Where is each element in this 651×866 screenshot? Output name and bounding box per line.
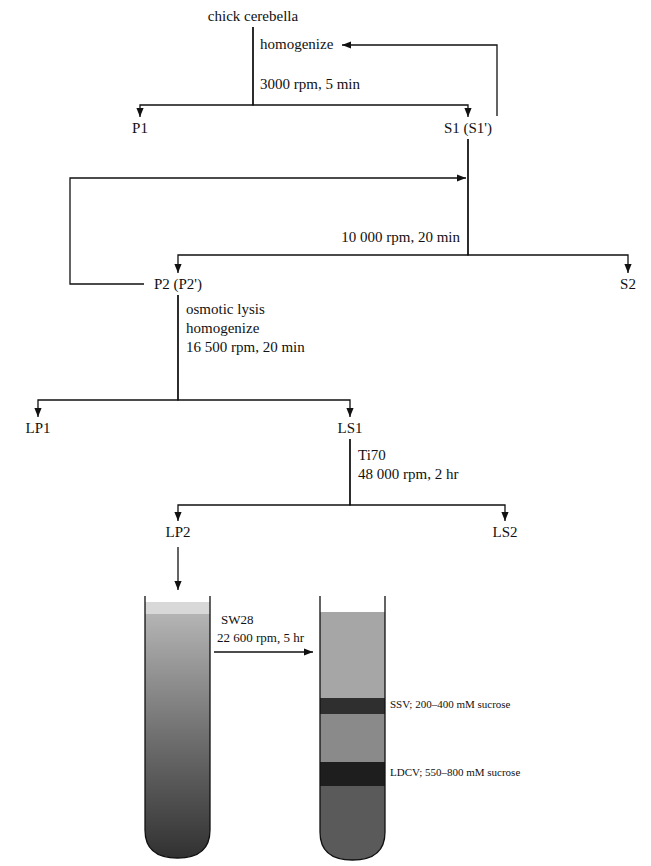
tube-outline (145, 596, 210, 858)
step-label: 10 000 rpm, 20 min (341, 228, 460, 246)
step-label: osmotic lysis (186, 300, 265, 318)
fraction-node: chick cerebella (205, 6, 301, 26)
fraction-node: LP2 (162, 522, 193, 542)
step-label: Ti70 (358, 446, 386, 464)
flow-arrow (253, 27, 468, 117)
fraction-name: LS1 (337, 419, 362, 437)
flow-arrow (468, 139, 628, 273)
recycle-arrow (70, 178, 466, 284)
fraction-node: LP1 (22, 418, 53, 438)
fraction-name: S2 (620, 275, 636, 293)
fraction-name: LS2 (492, 523, 517, 541)
step-label: 16 500 rpm, 20 min (186, 338, 305, 356)
step-label: 22 600 rpm, 5 hr (217, 630, 304, 646)
fraction-name: LP1 (25, 419, 50, 437)
flow-arrow (38, 295, 178, 417)
flow-arrow (178, 295, 350, 417)
step-label: homogenize (186, 319, 259, 337)
flow-arrow (350, 439, 505, 521)
step-label: SSV; 200–400 mM sucrose (390, 698, 511, 711)
step-label: 3000 rpm, 5 min (260, 75, 360, 93)
fraction-node: S1 (S1') (441, 118, 495, 138)
step-label: SW28 (221, 612, 254, 628)
fraction-node: P2 (P2') (151, 274, 205, 294)
load-arrow (177, 547, 178, 590)
spin-arrow (214, 651, 313, 652)
fraction-node: LS2 (489, 522, 520, 542)
fraction-name: P1 (132, 119, 148, 137)
flow-arrow (178, 139, 468, 273)
gradient-tube (315, 596, 390, 866)
fraction-node: P1 (129, 118, 151, 138)
flow-arrow (178, 439, 350, 521)
fraction-node: LS1 (334, 418, 365, 438)
step-label: 48 000 rpm, 2 hr (358, 465, 458, 483)
tube-outline (320, 596, 385, 860)
step-label: LDCV; 550–800 mM sucrose (390, 766, 520, 779)
step-label: homogenize (260, 35, 333, 53)
fraction-name: P2 (P2') (154, 275, 202, 293)
fraction-name: S1 (S1') (444, 119, 492, 137)
flow-arrow (140, 27, 253, 117)
fraction-name: LP2 (165, 523, 190, 541)
gradient-tube (140, 596, 215, 864)
fraction-name: chick cerebella (208, 7, 298, 25)
fraction-node: S2 (617, 274, 639, 294)
